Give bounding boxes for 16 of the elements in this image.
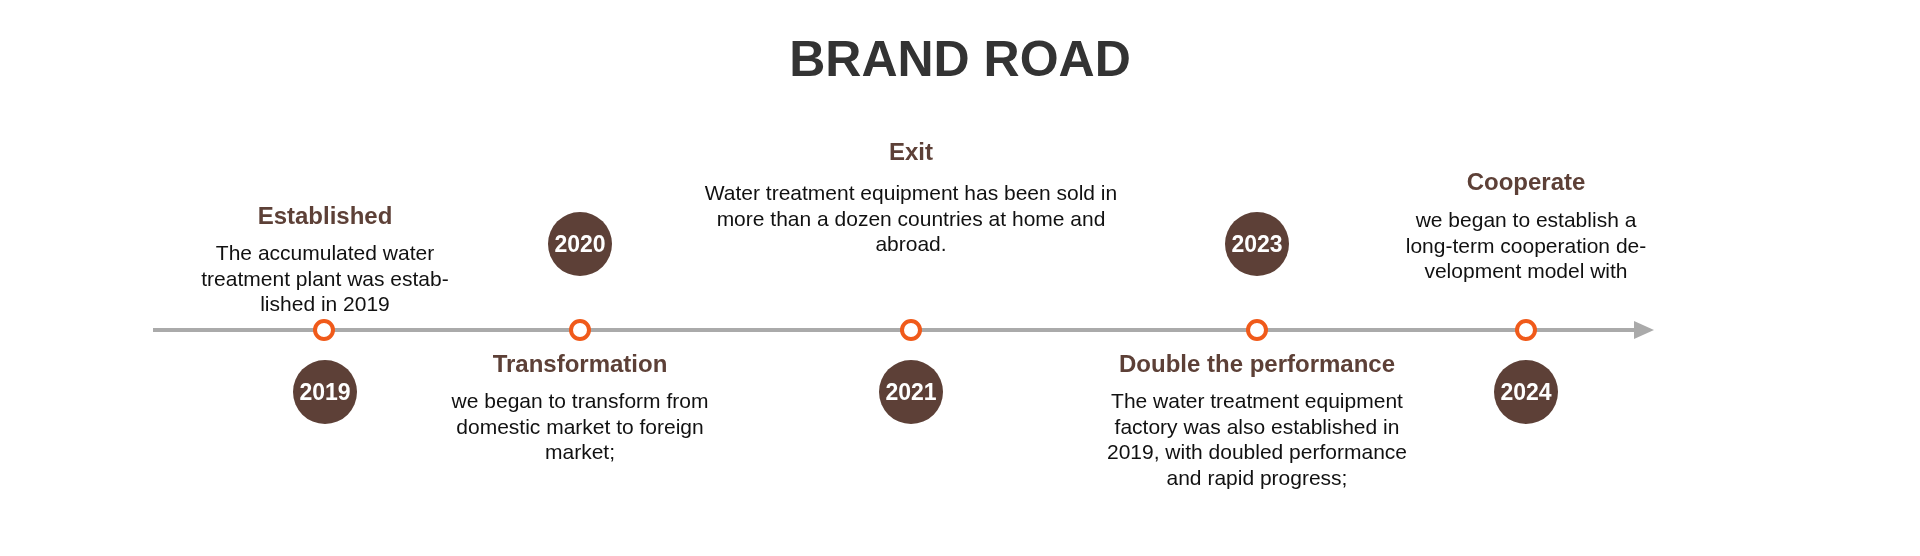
event-description: we began to establish a long-term cooperation de- velopment model with: [1404, 207, 1648, 284]
event-heading: Exit: [889, 138, 933, 166]
year-badge: 2024: [1494, 360, 1558, 424]
year-badge: 2020: [548, 212, 612, 276]
event-heading: Established: [257, 202, 393, 230]
event-heading: Transformation: [492, 350, 668, 378]
event-heading: Cooperate: [1466, 168, 1586, 196]
year-badge: 2019: [293, 360, 357, 424]
event-description: we began to transform from domestic market to foreign market;: [450, 388, 710, 465]
year-badge: 2023: [1225, 212, 1289, 276]
event-description: Water treatment equipment has been sold in more than a dozen countries at home and abroad.: [703, 180, 1119, 257]
event-description: The water treatment equipment factory was also established in 2019, with doubled performance and rapid progress;: [1106, 388, 1408, 491]
event-heading: Double the performance: [1119, 350, 1395, 378]
title: BRAND ROAD: [788, 30, 1132, 88]
event-description: The accumulated water treatment plant was estab- lished in 2019: [200, 240, 450, 317]
year-badge: 2021: [879, 360, 943, 424]
